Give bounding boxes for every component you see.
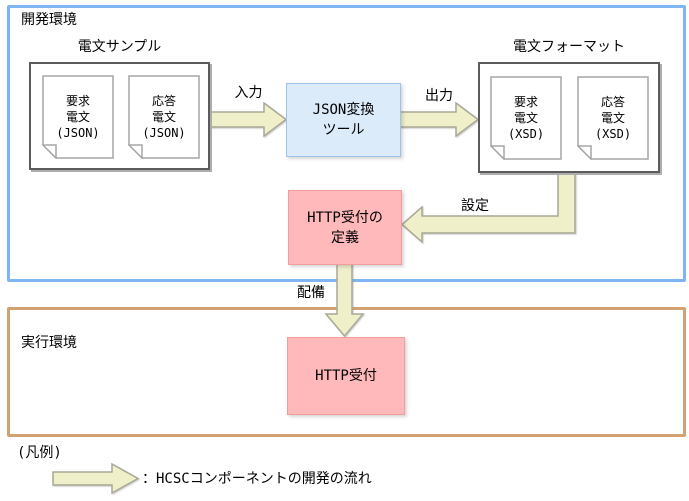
deploy-arrow-label: 配備 xyxy=(297,285,325,301)
deploy-down-arrow-icon xyxy=(324,261,365,338)
document-icon xyxy=(42,75,114,159)
doc-line: (JSON) xyxy=(142,126,186,140)
request-message-json-doc: 要求 電文 (JSON) xyxy=(42,75,114,159)
exec-env-label: 実行環境 xyxy=(21,335,77,351)
legend-arrow-icon xyxy=(52,462,140,495)
doc-line: 要求 xyxy=(65,94,90,108)
message-sample-title: 電文サンプル xyxy=(77,39,162,55)
config-arrow-label: 設定 xyxy=(461,198,489,214)
output-flow-arrow-icon xyxy=(399,101,480,138)
doc-line: 電文 xyxy=(65,110,90,124)
httpdef-label-line: HTTP受付の xyxy=(307,209,383,226)
dev-env-label: 開発環境 xyxy=(21,12,77,28)
doc-line: 応答 xyxy=(600,95,625,109)
message-format-title: 電文フォーマット xyxy=(513,39,625,55)
tool-label-line: JSON変換 xyxy=(312,102,375,118)
tool-label-line: ツール xyxy=(322,122,365,138)
input-arrow-label: 入力 xyxy=(234,85,263,101)
doc-line: 応答 xyxy=(151,94,176,108)
legend-arrow-meaning: ：HCSCコンポーネントの開発の流れ xyxy=(142,471,372,487)
doc-line: 電文 xyxy=(600,111,625,125)
request-message-xsd-doc: 要求 電文 (XSD) xyxy=(490,76,562,160)
doc-line: (XSD) xyxy=(507,127,545,141)
input-flow-arrow-icon xyxy=(210,101,288,138)
config-elbow-arrow-icon xyxy=(400,172,576,244)
doc-line: 要求 xyxy=(513,95,538,109)
httprec-label: HTTP受付 xyxy=(315,368,377,384)
document-icon xyxy=(490,76,562,160)
http-reception-definition-box: HTTP受付の 定義 xyxy=(288,190,402,265)
doc-line: (JSON) xyxy=(56,126,100,140)
httpdef-label-line: 定義 xyxy=(331,229,359,246)
doc-line: (XSD) xyxy=(594,127,632,141)
response-message-json-doc: 応答 電文 (JSON) xyxy=(128,75,200,159)
json-conversion-tool-box: JSON変換 ツール xyxy=(286,83,401,157)
doc-line: 電文 xyxy=(151,110,176,124)
document-icon xyxy=(128,75,200,159)
doc-line: 電文 xyxy=(513,111,538,125)
http-reception-box: HTTP受付 xyxy=(287,337,405,415)
document-icon xyxy=(577,76,649,160)
output-arrow-label: 出力 xyxy=(425,88,453,104)
response-message-xsd-doc: 応答 電文 (XSD) xyxy=(577,76,649,160)
legend-title: (凡例) xyxy=(17,445,62,461)
